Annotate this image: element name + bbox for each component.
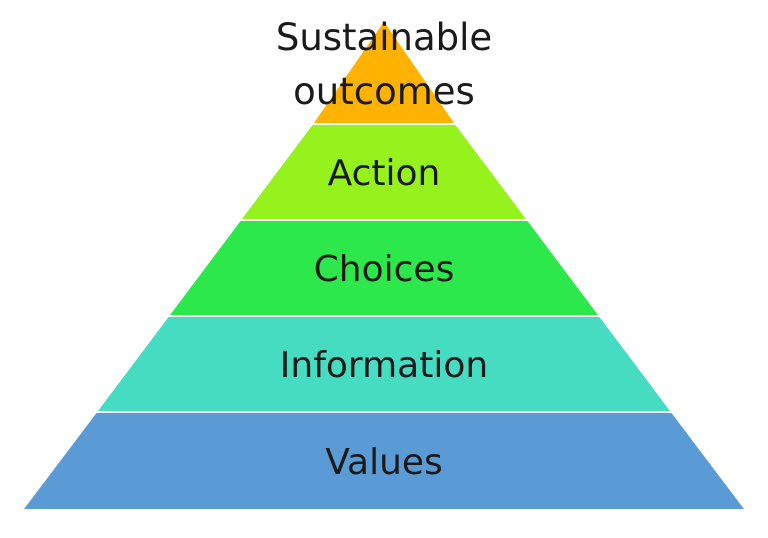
tier-action-label: Action [328, 153, 441, 194]
tier-values-shape [19, 411, 749, 511]
tier-sustainable-outcomes-label-line-1: Sustainable [276, 16, 492, 59]
tier-information-label: Information [280, 345, 488, 386]
tier-values-label: Values [325, 442, 443, 483]
tier-choices-label: Choices [314, 249, 455, 290]
tier-sustainable-outcomes-label-line-2: outcomes [293, 70, 475, 113]
